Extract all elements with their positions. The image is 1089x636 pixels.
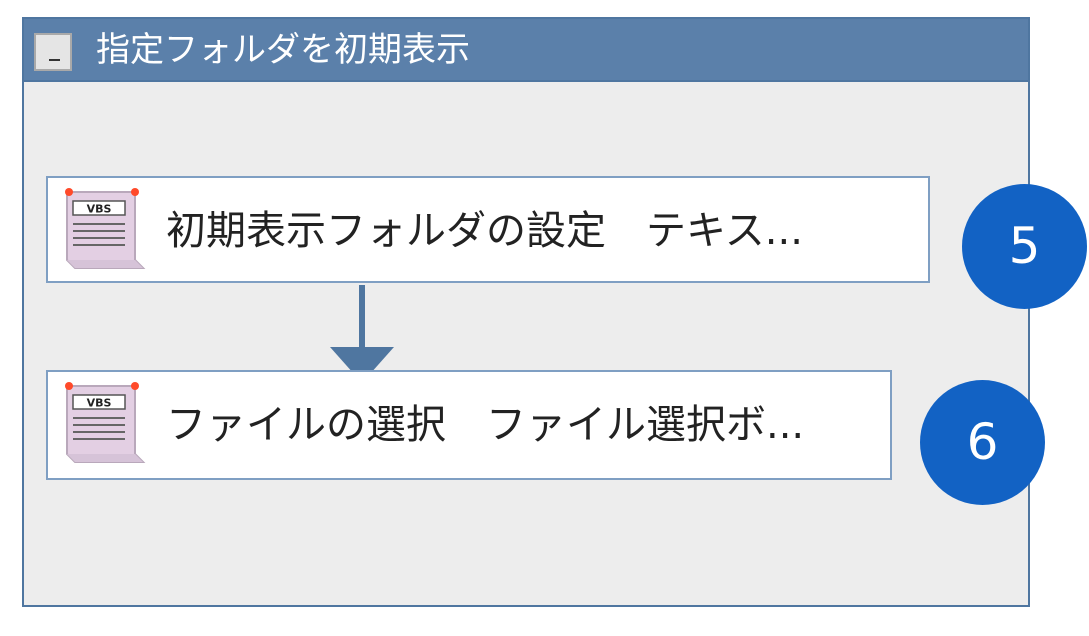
- group-header: 指定フォルダを初期表示: [24, 19, 1028, 82]
- vbs-script-icon: VBS: [65, 188, 146, 269]
- collapse-button[interactable]: [34, 33, 72, 71]
- action-node-file-select[interactable]: VBS ファイルの選択 ファイル選択ボ...: [46, 370, 892, 480]
- action-label: 初期表示フォルダの設定 テキス...: [166, 208, 803, 254]
- group-container: 指定フォルダを初期表示: [22, 17, 1030, 607]
- minimize-icon: [49, 59, 60, 61]
- arrow-down-icon: [330, 285, 394, 383]
- step-badge-5: 5: [962, 184, 1087, 309]
- group-title: 指定フォルダを初期表示: [96, 30, 470, 70]
- vbs-icon-text: VBS: [87, 203, 112, 216]
- vbs-icon-text: VBS: [87, 397, 112, 410]
- action-label: ファイルの選択 ファイル選択ボ...: [166, 402, 805, 448]
- action-node-folder-setting[interactable]: VBS 初期表示フォルダの設定 テキス...: [46, 176, 930, 283]
- step-badge-6: 6: [920, 380, 1045, 505]
- vbs-script-icon: VBS: [65, 382, 146, 463]
